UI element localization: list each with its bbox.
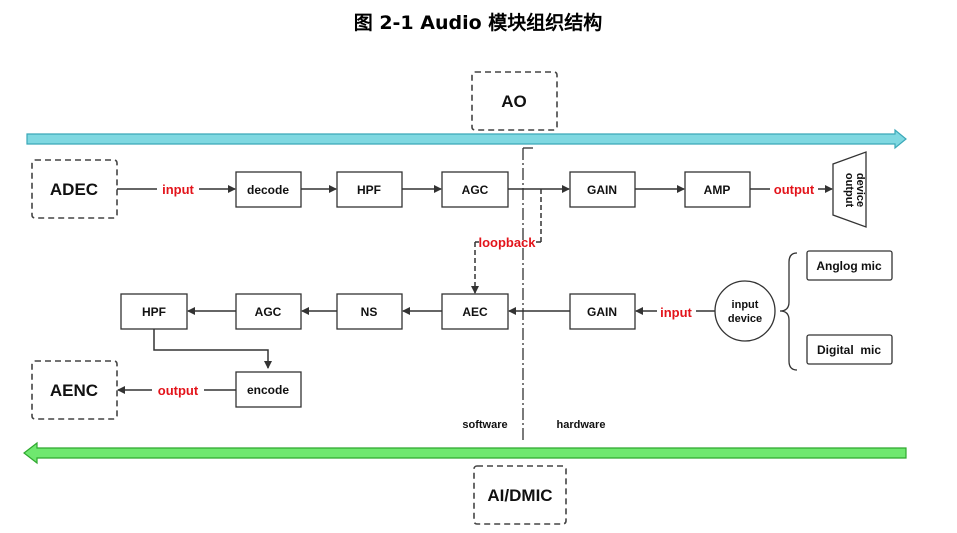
ao-bus-arrow	[26, 128, 907, 150]
hpf-bottom-label: HPF	[142, 305, 166, 319]
output-device-shape: output device	[832, 151, 867, 228]
hardware-label: hardware	[557, 419, 606, 431]
box-decode: decode	[235, 171, 302, 208]
hpf-encode-arrow	[153, 329, 272, 369]
adec-box: ADEC	[31, 159, 118, 219]
output-device-line1: output	[843, 173, 855, 208]
digital-mic-label: Digital mic	[817, 343, 881, 357]
box-aec: AEC	[441, 293, 509, 330]
gain-bottom-label: GAIN	[587, 305, 617, 319]
amp-label: AMP	[704, 183, 731, 197]
box-analog-mic: Anglog mic	[806, 250, 893, 281]
ai-bus-arrow	[23, 441, 907, 465]
ns-label: NS	[361, 305, 378, 319]
box-agc-top: AGC	[441, 171, 509, 208]
encode-label: encode	[247, 383, 289, 397]
hpf-top-label: HPF	[357, 183, 381, 197]
ao-box: AO	[471, 71, 558, 131]
box-gain-bottom: GAIN	[569, 293, 636, 330]
decode-label: decode	[247, 183, 289, 197]
box-amp: AMP	[684, 171, 751, 208]
output-top-label: output	[774, 182, 815, 197]
box-encode: encode	[235, 371, 302, 408]
gain-top-label: GAIN	[587, 183, 617, 197]
aec-label: AEC	[462, 305, 488, 319]
box-agc-bottom: AGC	[235, 293, 302, 330]
input-top-label: input	[162, 182, 194, 197]
output-bottom-label: output	[158, 383, 199, 398]
input-device-circle: input device	[714, 280, 776, 342]
agc-bottom-label: AGC	[255, 305, 282, 319]
adec-label: ADEC	[50, 180, 98, 199]
loopback-label: loopback	[478, 235, 536, 250]
input-bottom-label: input	[660, 305, 692, 320]
diagram-title: 图 2-1 Audio 模块组织结构	[354, 11, 603, 34]
agc-top-label: AGC	[462, 183, 489, 197]
box-hpf-top: HPF	[336, 171, 403, 208]
box-hpf-bottom: HPF	[120, 293, 188, 330]
output-device-line2: device	[854, 173, 866, 207]
mic-brace	[779, 252, 798, 371]
sw-hw-divider	[522, 147, 533, 440]
ai-dmic-box: AI/DMIC	[473, 465, 567, 525]
ai-dmic-label: AI/DMIC	[487, 486, 552, 505]
input-device-line2: device	[728, 313, 762, 325]
aenc-label: AENC	[50, 381, 98, 400]
software-label: software	[462, 419, 507, 431]
box-ns: NS	[336, 293, 403, 330]
box-gain-top: GAIN	[569, 171, 636, 208]
analog-mic-label: Anglog mic	[816, 259, 882, 273]
box-digital-mic: Digital mic	[806, 334, 893, 365]
input-device-line1: input	[732, 299, 759, 311]
aenc-box: AENC	[31, 360, 118, 420]
ao-label: AO	[501, 92, 527, 111]
